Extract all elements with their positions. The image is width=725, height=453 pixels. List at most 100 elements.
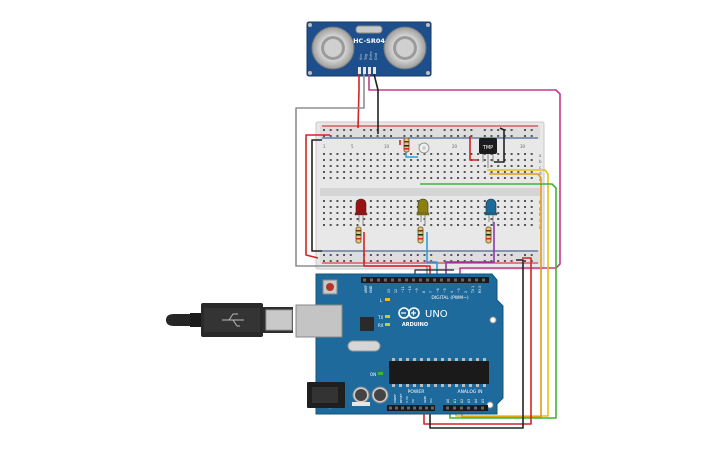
resistor-yellow-led[interactable] [417,226,424,244]
terminal-hole[interactable] [524,224,526,226]
terminal-hole[interactable] [477,177,480,179]
rail-hole[interactable] [490,260,493,262]
terminal-hole[interactable] [477,206,480,208]
terminal-hole[interactable] [343,218,346,220]
rail-hole[interactable] [457,254,459,256]
terminal-hole[interactable] [343,177,346,179]
terminal-hole[interactable] [343,200,346,202]
terminal-hole[interactable] [443,218,446,220]
terminal-hole[interactable] [410,171,413,173]
terminal-hole[interactable] [463,218,466,220]
terminal-hole[interactable] [356,224,359,226]
terminal-hole[interactable] [423,159,426,161]
terminal-hole[interactable] [490,177,493,179]
terminal-hole[interactable] [390,212,392,214]
terminal-hole[interactable] [396,159,399,161]
rail-hole[interactable] [503,129,506,131]
terminal-hole[interactable] [477,224,480,226]
terminal-hole[interactable] [410,200,413,202]
digital-pin[interactable] [419,278,422,282]
terminal-hole[interactable] [497,206,500,208]
terminal-hole[interactable] [349,153,352,155]
terminal-hole[interactable] [383,171,386,173]
terminal-hole[interactable] [503,218,506,220]
terminal-hole[interactable] [403,218,406,220]
rail-hole[interactable] [416,135,419,137]
power-pin[interactable] [407,406,410,410]
terminal-hole[interactable] [403,171,406,173]
terminal-hole[interactable] [410,218,413,220]
rail-hole[interactable] [403,129,406,131]
terminal-hole[interactable] [356,177,359,179]
terminal-hole[interactable] [416,153,419,155]
terminal-hole[interactable] [450,212,453,214]
terminal-hole[interactable] [470,165,473,167]
rail-hole[interactable] [463,260,466,262]
terminal-hole[interactable] [369,159,372,161]
terminal-hole[interactable] [383,165,386,167]
rail-hole[interactable] [349,254,352,256]
terminal-hole[interactable] [483,171,486,173]
terminal-hole[interactable] [477,171,480,173]
wire-blue-led-pin[interactable] [445,222,495,275]
power-pin[interactable] [419,406,422,410]
wire-sensor-trig[interactable] [295,74,428,275]
terminal-hole[interactable] [336,159,339,161]
rail-hole[interactable] [416,260,419,262]
rail-hole[interactable] [450,254,453,256]
terminal-hole[interactable] [450,159,453,161]
terminal-hole[interactable] [457,224,459,226]
analog-pin[interactable] [460,406,463,410]
terminal-hole[interactable] [396,224,399,226]
terminal-hole[interactable] [396,171,399,173]
rail-hole[interactable] [390,254,392,256]
digital-pin[interactable] [412,278,415,282]
wire-arduino-5v[interactable] [423,257,532,425]
rail-hole[interactable] [483,260,486,262]
terminal-hole[interactable] [416,224,419,226]
wire-tmp-signal[interactable] [455,169,549,417]
terminal-hole[interactable] [457,153,459,155]
terminal-hole[interactable] [423,153,426,155]
terminal-hole[interactable] [410,206,413,208]
terminal-hole[interactable] [470,153,473,155]
terminal-hole[interactable] [343,159,346,161]
terminal-hole[interactable] [530,218,533,220]
terminal-hole[interactable] [443,212,446,214]
rail-hole[interactable] [503,260,506,262]
terminal-hole[interactable] [390,165,392,167]
terminal-hole[interactable] [503,153,506,155]
rail-hole[interactable] [416,254,419,256]
led-yellow[interactable] [416,198,430,226]
rail-hole[interactable] [490,254,493,256]
digital-pin[interactable] [377,278,380,282]
terminal-hole[interactable] [477,153,480,155]
rail-hole[interactable] [390,129,392,131]
terminal-hole[interactable] [503,165,506,167]
rail-hole[interactable] [403,135,406,137]
rail-hole[interactable] [329,129,332,131]
terminal-hole[interactable] [343,224,346,226]
terminal-hole[interactable] [369,224,372,226]
terminal-hole[interactable] [416,218,419,220]
terminal-hole[interactable] [383,200,386,202]
terminal-hole[interactable] [450,153,453,155]
terminal-hole[interactable] [369,212,372,214]
terminal-hole[interactable] [336,153,339,155]
rail-hole[interactable] [343,254,346,256]
terminal-hole[interactable] [530,200,533,202]
resistor-pot[interactable] [403,137,410,153]
rail-hole[interactable] [463,129,466,131]
terminal-hole[interactable] [396,153,399,155]
rail-hole[interactable] [510,260,513,262]
rail-hole[interactable] [410,135,413,137]
rail-hole[interactable] [470,254,473,256]
digital-pin[interactable] [475,278,478,282]
terminal-hole[interactable] [477,218,480,220]
terminal-hole[interactable] [336,200,339,202]
terminal-hole[interactable] [396,206,399,208]
terminal-hole[interactable] [363,159,366,161]
terminal-hole[interactable] [403,212,406,214]
terminal-hole[interactable] [390,177,392,179]
terminal-hole[interactable] [503,200,506,202]
